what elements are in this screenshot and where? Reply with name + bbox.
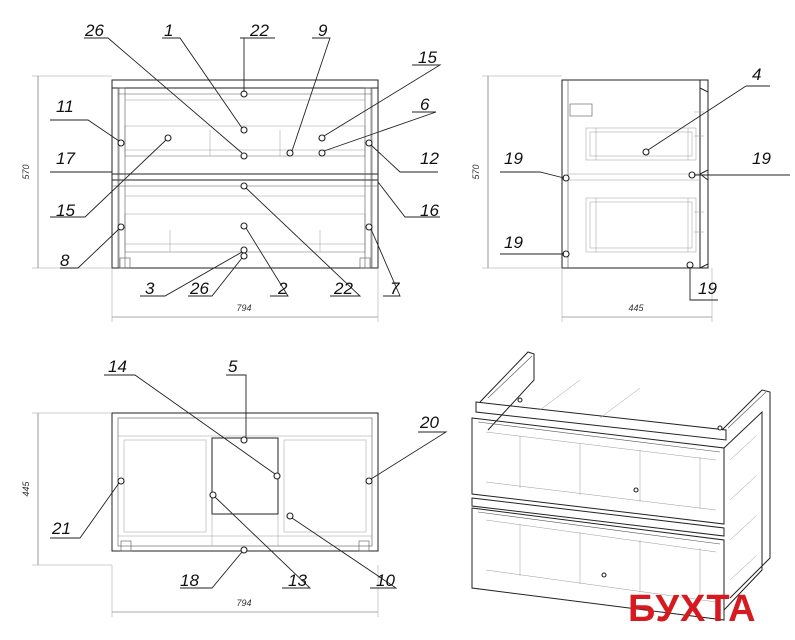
top-view: 445 794 14 5 20 21 18 13 10 xyxy=(21,357,448,617)
side-width-dimension: 445 xyxy=(628,303,644,313)
callout-11: 11 xyxy=(56,97,74,116)
iso-drawer-upper xyxy=(471,417,725,525)
callout-15: 15 xyxy=(56,201,75,220)
iso-drawer-lower xyxy=(471,507,725,621)
top-width-dimension: 794 xyxy=(236,598,251,608)
top-cutout xyxy=(211,437,279,515)
callout-3: 3 xyxy=(145,279,155,298)
callout-1: 1 xyxy=(164,21,173,40)
side-cabinet-outline xyxy=(561,79,709,269)
callout-19: 19 xyxy=(752,149,771,168)
callout-26: 26 xyxy=(84,21,104,40)
callout-22: 22 xyxy=(333,279,353,298)
callout-21: 21 xyxy=(51,519,71,538)
front-view: 570 794 26 1 22 9 15 11 6 17 12 15 xyxy=(21,21,442,322)
top-depth-dimension: 445 xyxy=(21,481,31,497)
callout-19: 19 xyxy=(698,279,717,298)
callout-18: 18 xyxy=(180,571,199,590)
callout-7: 7 xyxy=(390,279,400,298)
callout-22: 22 xyxy=(249,21,269,40)
brand-logo: БУХТА xyxy=(628,588,757,630)
side-height-dimension: 570 xyxy=(471,164,481,179)
callout-20: 20 xyxy=(419,413,439,432)
callout-6: 6 xyxy=(420,95,430,114)
callout-8: 8 xyxy=(60,251,70,270)
callout-2: 2 xyxy=(277,279,288,298)
callout-19: 19 xyxy=(504,149,523,168)
callout-10: 10 xyxy=(376,571,395,590)
front-width-dimension: 794 xyxy=(236,303,251,313)
callout-14: 14 xyxy=(108,357,127,376)
callout-13: 13 xyxy=(288,571,307,590)
brand-logo-text: БУХТА xyxy=(628,588,757,630)
callout-26: 26 xyxy=(189,279,209,298)
callout-9: 9 xyxy=(318,21,328,40)
isometric-view xyxy=(471,351,771,621)
iso-top-rail xyxy=(475,401,727,441)
iso-back-right xyxy=(721,389,771,599)
callout-19: 19 xyxy=(504,233,523,252)
callout-15: 15 xyxy=(418,48,437,67)
callout-17: 17 xyxy=(56,149,75,168)
callout-16: 16 xyxy=(420,201,439,220)
side-view: 570 445 4 19 19 19 19 xyxy=(471,65,790,322)
front-height-dimension: 570 xyxy=(21,164,31,179)
top-cabinet-outline xyxy=(111,412,379,552)
callout-4: 4 xyxy=(752,65,761,84)
iso-back-left xyxy=(479,351,535,431)
callout-5: 5 xyxy=(228,357,238,376)
callout-12: 12 xyxy=(420,149,439,168)
